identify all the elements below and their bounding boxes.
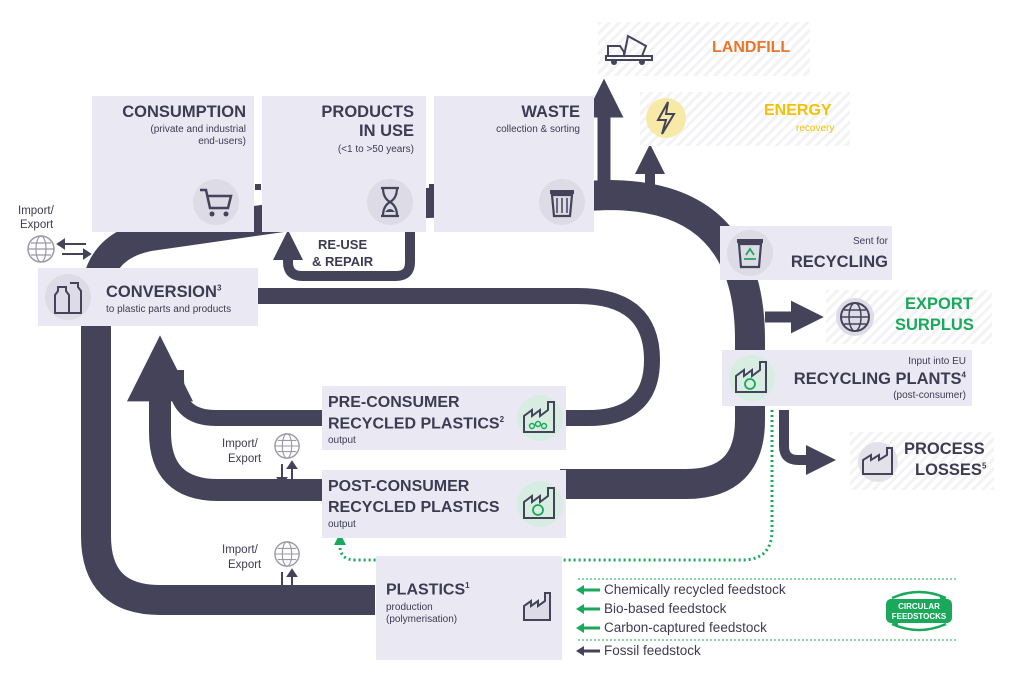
globe-icon [27,235,55,263]
sent-for-recycling-box: Sent for RECYCLING [720,226,892,280]
import-export-1-line1: Import/ [18,205,54,217]
post-line2: RECYCLED PLASTICS [328,499,500,516]
factory-icon [729,355,775,401]
plastics-sub2: (polymerisation) [386,614,458,625]
post-consumer-flow [127,335,330,501]
recycling-sent-title: RECYCLING [790,253,888,271]
conversion-sub: to plastic parts and products [106,304,232,315]
recycling-bin-icon [727,230,773,276]
landfill-title: LANDFILL [712,39,791,56]
plastics-sup: 1 [465,581,470,590]
circular-feedstocks-badge: CIRCULAR FEEDSTOCKS [882,590,956,632]
recycling-sent-pre: Sent for [852,236,888,247]
consumption-sub2: end-users) [198,136,246,147]
import-export-2-line2: Export [228,453,262,465]
pre-consumer-return [168,370,322,426]
post-line1: POST-CONSUMER [328,478,470,495]
waste-title: WASTE [521,103,580,121]
products-sub: (<1 to >50 years) [337,144,414,155]
energy-title: ENERGY [764,102,832,119]
pre-line1: PRE-CONSUMER [328,394,460,411]
plastics-title: PLASTICS1 [386,581,470,599]
globe-icon [274,433,300,459]
losses-sup: 5 [981,461,987,471]
import-export-1-line2: Export [20,219,54,231]
consumption-box: CONSUMPTION (private and industrial end-… [92,96,254,232]
post-sub: output [328,519,356,530]
losses-line2: LOSSES5 [915,461,987,479]
circular-arrows-icon [891,590,947,632]
losses-flow [779,410,836,475]
losses-line1: PROCESS [904,440,985,458]
lightning-icon [646,98,686,138]
hourglass-icon [367,179,413,225]
reuse-flow [273,230,415,281]
post-consumer-box: POST-CONSUMER RECYCLED PLASTICS output [322,470,566,538]
import-export-3-line1: Import/ [222,544,258,556]
plants-title: RECYCLING PLANTS4 [793,370,966,388]
reuse-line1: RE-USE [318,237,368,252]
circular-badge-line2: FEEDSTOCKS [891,612,947,621]
pre-consumer-box: PRE-CONSUMER RECYCLED PLASTICS2 output [322,386,566,450]
waste-box: WASTE collection & sorting [434,96,594,232]
feedstock-carbon-captured: Carbon-captured feedstock [604,620,767,635]
plants-title-text: RECYCLING PLANTS [793,370,962,388]
shopping-cart-icon [193,179,239,225]
consumption-title: CONSUMPTION [122,103,246,121]
pre-line2: RECYCLED PLASTICS2 [328,415,505,433]
pre-line2-text: RECYCLED PLASTICS [328,415,500,433]
globe-icon [274,541,300,567]
import-export-2-line1: Import/ [222,438,258,450]
factory-pellets-icon [517,395,563,441]
recycling-plants-box: Input into EU RECYCLING PLANTS4 (post-co… [722,350,972,406]
consumption-sub1: (private and industrial [150,124,246,135]
process-losses-factory-icon [858,442,898,482]
main-loop-flow [81,180,765,615]
products-title1: PRODUCTS [321,103,414,121]
energy-sub: recovery [796,123,835,134]
conversion-sup: 3 [216,283,222,293]
feedstock-fossil: Fossil feedstock [604,643,701,658]
plastics-title-text: PLASTICS [386,581,466,599]
globe-icon [836,298,874,336]
pre-sup: 2 [499,415,505,424]
import-export-3-line2: Export [228,559,262,571]
circular-badge-body: CIRCULAR FEEDSTOCKS [886,599,952,623]
pre-consumer-flow [258,288,660,426]
reuse-line2: & REPAIR [312,254,374,269]
export-line1: EXPORT [905,295,973,313]
plastics-factory-icon [523,592,551,621]
plastics-sub1: production [386,602,433,613]
feedstock-bio-based: Bio-based feedstock [604,601,727,616]
plants-sub: (post-consumer) [893,390,966,401]
conversion-title: CONVERSION3 [106,283,222,301]
conversion-box: CONVERSION3 to plastic parts and product… [38,268,258,326]
plastics-box: PLASTICS1 production (polymerisation) [376,556,562,660]
factory-recycle-icon [517,481,563,527]
export-line2: SURPLUS [895,316,974,334]
trash-bin-icon [539,179,585,225]
losses-line2-text: LOSSES [915,461,982,479]
landfill-panel [598,22,810,76]
pre-sub: output [328,435,356,446]
dump-truck-icon [605,34,653,65]
feedstock-chemically-recycled: Chemically recycled feedstock [604,582,786,597]
circular-badge-line1: CIRCULAR [898,602,940,611]
conversion-title-text: CONVERSION [106,283,217,301]
waste-sub: collection & sorting [496,124,580,135]
plants-sup: 4 [961,370,966,380]
products-title2: IN USE [358,122,414,140]
bottles-icon [45,274,91,320]
products-in-use-box: PRODUCTS IN USE (<1 to >50 years) [262,96,426,232]
plants-pre: Input into EU [908,356,966,367]
